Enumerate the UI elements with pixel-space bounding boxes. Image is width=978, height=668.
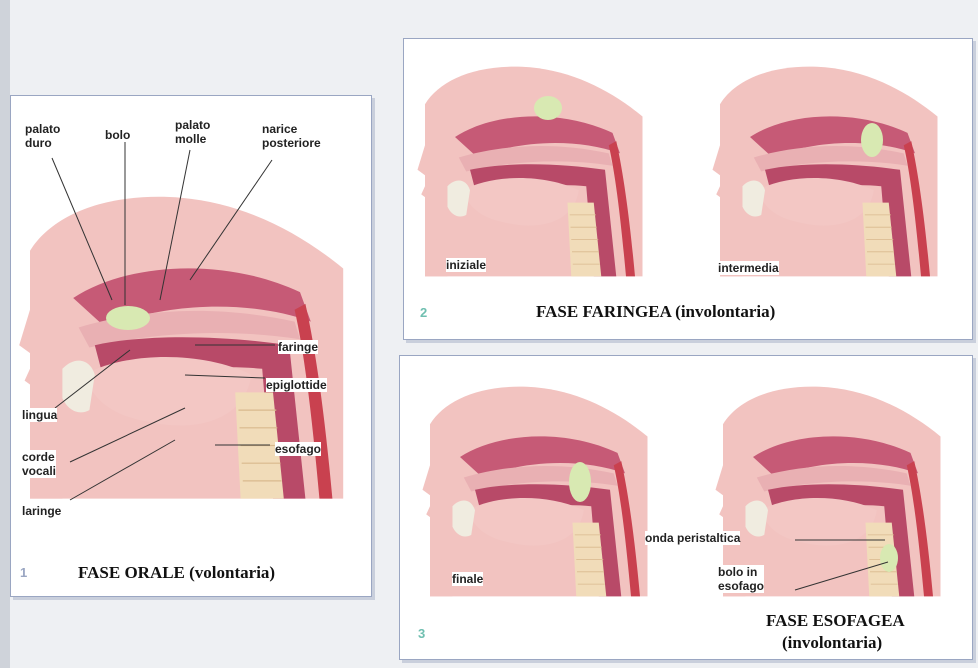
label-bolo-in-esofago: bolo in esofago — [718, 565, 764, 593]
bolo-in-esofago-mark — [880, 544, 898, 572]
bolo-finale — [569, 462, 591, 502]
label-finale: finale — [452, 572, 483, 586]
label-onda-peristaltica: onda peristaltica — [645, 531, 740, 545]
panel3-title-line2: (involontaria) — [782, 633, 882, 653]
panel3-title-line1: FASE ESOFAGEA — [766, 611, 905, 631]
panel3-number: 3 — [418, 626, 425, 641]
